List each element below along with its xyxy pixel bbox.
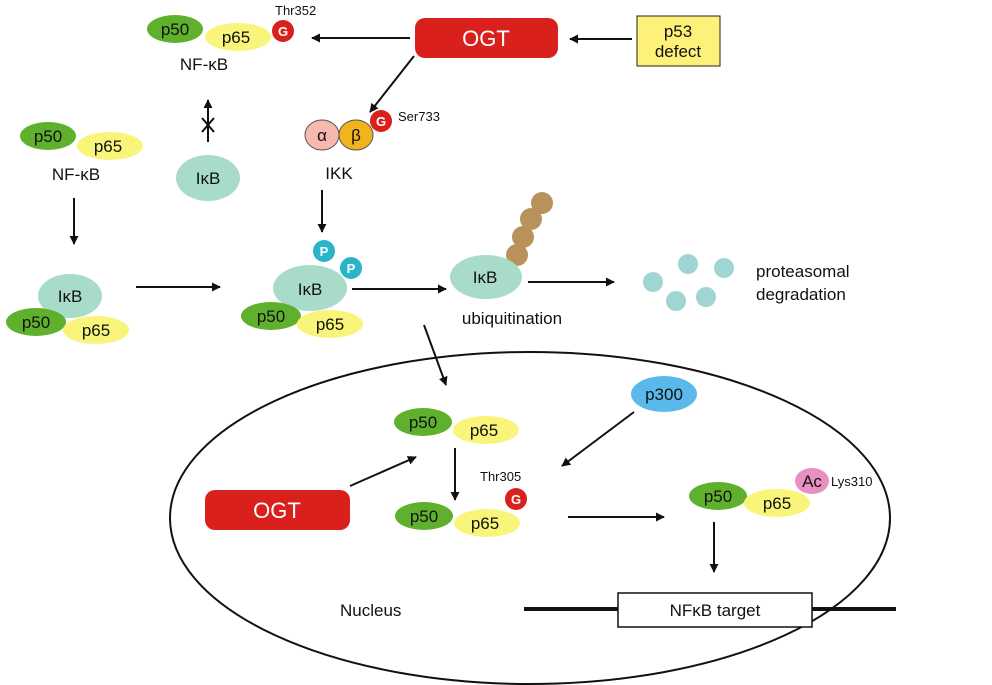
p50-label: p50 <box>161 20 189 39</box>
ac-label: Ac <box>802 472 822 491</box>
degradation-fragment <box>714 258 734 278</box>
ogt-label-top: OGT <box>462 26 510 51</box>
p50-oval <box>395 502 453 530</box>
p50-oval <box>689 482 747 510</box>
ogt-box-top <box>415 18 558 58</box>
ikb-label: IκB <box>298 280 323 299</box>
p-letter: P <box>320 244 329 259</box>
ubiquitin-bead <box>531 192 553 214</box>
p50-label: p50 <box>34 127 62 146</box>
ubiquitin-bead <box>506 244 528 266</box>
g-letter: G <box>278 24 288 39</box>
p50-oval <box>147 15 203 43</box>
p50-label: p50 <box>410 507 438 526</box>
p50-label: p50 <box>257 307 285 326</box>
p50-label: p50 <box>704 487 732 506</box>
o-glcnac-badge <box>272 20 294 42</box>
nfkb-target-label: NFκB target <box>670 601 761 620</box>
thr305-label: Thr305 <box>480 469 521 484</box>
degradation-label: degradation <box>756 285 846 304</box>
p65-oval <box>77 132 143 160</box>
p65-oval <box>454 509 520 537</box>
p50-label: p50 <box>22 313 50 332</box>
o-glcnac-badge <box>370 110 392 132</box>
g-letter: G <box>511 492 521 507</box>
ikb-oval <box>273 265 347 311</box>
arrow-ogt-to-ikk <box>369 55 415 113</box>
ikb-label: IκB <box>473 268 498 287</box>
p53-label: p53 <box>664 22 692 41</box>
defect-label: defect <box>655 42 702 61</box>
ubiquitin-bead <box>520 208 542 230</box>
phospho-badge <box>313 240 335 262</box>
p65-label: p65 <box>470 421 498 440</box>
arrow-ogt-to-nfkb-nuclear <box>349 456 417 487</box>
ikb-label: IκB <box>196 169 221 188</box>
ogt-box-nucleus <box>205 490 350 530</box>
block-cross-b <box>201 117 215 133</box>
degradation-fragment <box>666 291 686 311</box>
nfkb-target-gene-box <box>617 592 813 628</box>
ogt-label-nucleus: OGT <box>253 498 301 523</box>
thr352-label: Thr352 <box>275 3 316 18</box>
nfkb-label: NF-κB <box>52 165 100 184</box>
phospho-badge <box>340 257 362 279</box>
p65-label: p65 <box>763 494 791 513</box>
nfkb-label: NF-κB <box>180 55 228 74</box>
p53-defect-box <box>636 15 721 67</box>
acetyl-badge <box>795 468 829 494</box>
p65-oval <box>744 489 810 517</box>
p50-oval <box>20 122 76 150</box>
p50-oval <box>6 308 66 336</box>
degradation-fragment <box>678 254 698 274</box>
arrow-to-nucleus <box>423 324 448 386</box>
arrow-p300-to-nfkb <box>561 411 635 467</box>
ikb-oval <box>450 255 522 299</box>
ser733-label: Ser733 <box>398 109 440 124</box>
degradation-fragment <box>696 287 716 307</box>
p65-oval <box>453 416 519 444</box>
p65-oval <box>63 316 129 344</box>
p65-label: p65 <box>471 514 499 533</box>
p50-oval <box>241 302 301 330</box>
p65-oval <box>297 310 363 338</box>
ubiquitin-bead <box>512 226 534 248</box>
nucleus-label: Nucleus <box>340 601 401 620</box>
p-letter: P <box>347 261 356 276</box>
p65-label: p65 <box>94 137 122 156</box>
g-letter: G <box>376 114 386 129</box>
p300-oval <box>631 376 697 412</box>
ikk-beta-subunit <box>338 119 374 151</box>
p300-label: p300 <box>645 385 683 404</box>
beta-label: β <box>351 126 361 145</box>
degradation-fragment <box>643 272 663 292</box>
nucleus-membrane <box>169 351 891 685</box>
p50-label: p50 <box>409 413 437 432</box>
ikk-label: IKK <box>325 164 353 183</box>
lys310-label: Lys310 <box>831 474 872 489</box>
alpha-label: α <box>317 126 327 145</box>
o-glcnac-badge <box>505 488 527 510</box>
ikb-label: IκB <box>58 287 83 306</box>
p50-oval <box>394 408 452 436</box>
ubiquitination-label: ubiquitination <box>462 309 562 328</box>
proteasomal-label: proteasomal <box>756 262 850 281</box>
ikb-oval <box>176 155 240 201</box>
p65-label: p65 <box>316 315 344 334</box>
p65-label: p65 <box>82 321 110 340</box>
p65-label: p65 <box>222 28 250 47</box>
ikb-oval <box>38 274 102 318</box>
p65-oval <box>205 23 271 51</box>
